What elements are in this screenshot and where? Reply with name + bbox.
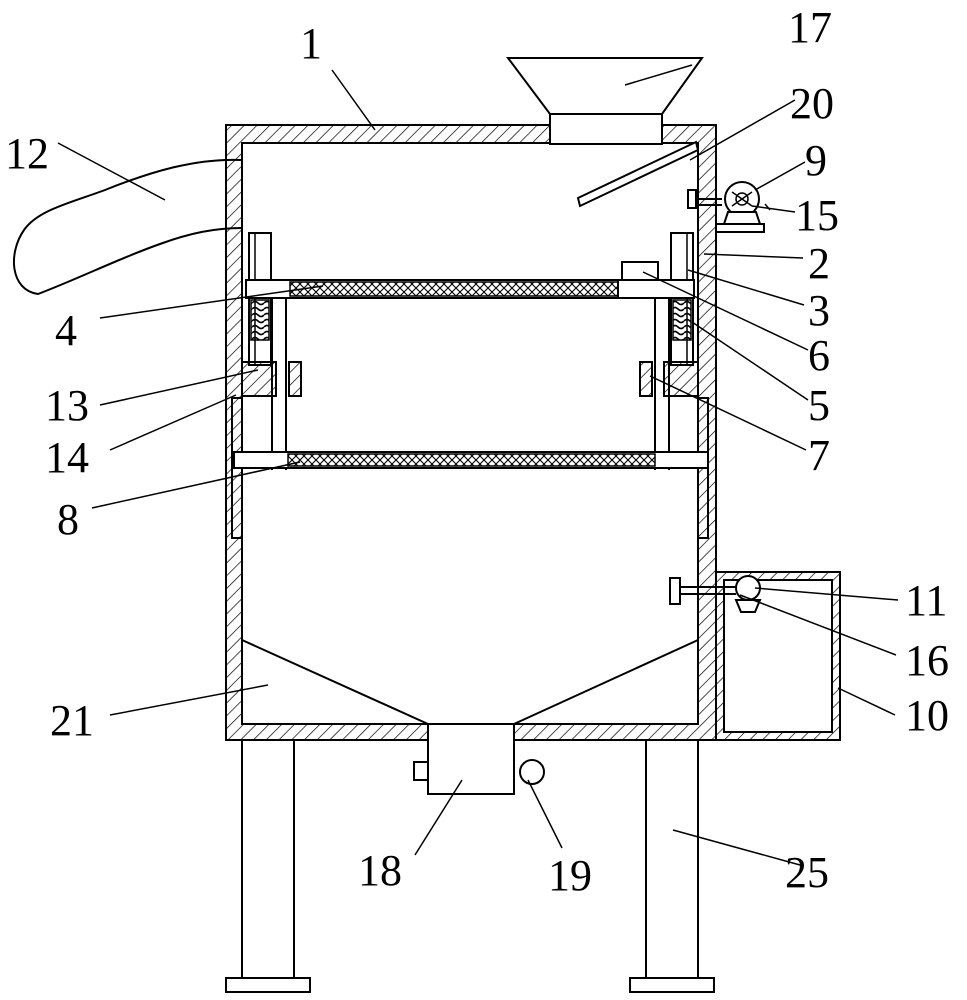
dust-collection-box: [669, 571, 841, 741]
label-4: 4: [55, 306, 77, 355]
label-14: 14: [45, 433, 89, 482]
label-10: 10: [905, 691, 949, 740]
suction-duct: [12, 158, 243, 296]
upper-fan-assembly: [687, 181, 765, 233]
discharge-valve-icon: [519, 759, 545, 785]
collection-funnel: [241, 639, 699, 725]
support-legs: [225, 739, 715, 993]
label-21: 21: [50, 696, 94, 745]
feed-hopper: [506, 57, 704, 115]
label-25: 25: [785, 848, 829, 897]
label-6: 6: [808, 331, 830, 380]
leader-lines: [57, 64, 899, 866]
lower-screen: [233, 451, 709, 469]
upper-screen: [245, 279, 695, 299]
label-19: 19: [548, 851, 592, 900]
label-1: 1: [300, 19, 322, 68]
label-3: 3: [808, 286, 830, 335]
label-5: 5: [808, 381, 830, 430]
label-20: 20: [790, 79, 834, 128]
label-18: 18: [358, 846, 402, 895]
label-2: 2: [808, 239, 830, 288]
part-labels: 1 17 20 9 15 2 3 6 5 7 11 16 10 12 4 13 …: [5, 3, 949, 900]
left-rail-assembly: [231, 232, 302, 539]
label-17: 17: [788, 3, 832, 52]
label-11: 11: [905, 576, 947, 625]
deflector-plate: [576, 140, 700, 208]
discharge-outlet: [413, 723, 545, 795]
label-7: 7: [808, 431, 830, 480]
label-15: 15: [795, 191, 839, 240]
label-12: 12: [5, 129, 49, 178]
label-9: 9: [805, 136, 827, 185]
label-8: 8: [57, 495, 79, 544]
label-13: 13: [45, 381, 89, 430]
label-16: 16: [905, 636, 949, 685]
housing-shell: [225, 113, 717, 741]
